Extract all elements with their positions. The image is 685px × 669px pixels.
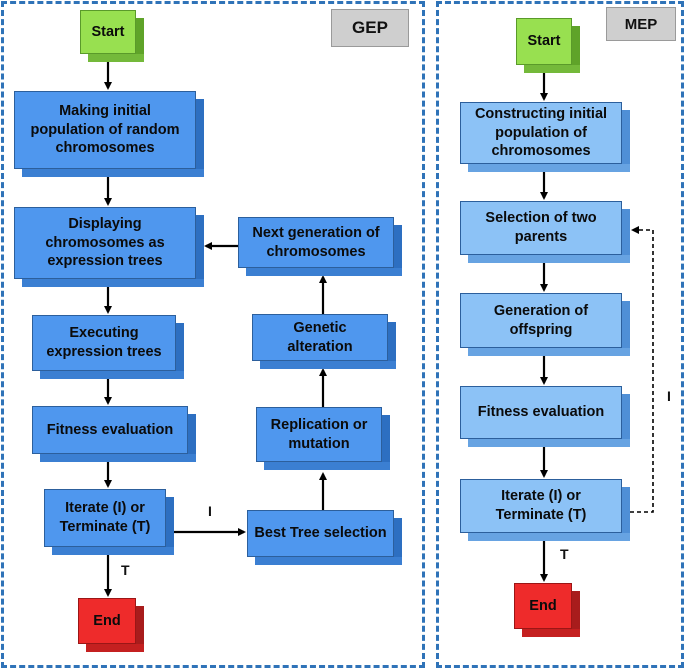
mep-construct-label: Constructing initial population of chrom… [460,102,622,164]
gep-init-box: Making initial population of random chro… [14,91,204,177]
gep-next-gen-box: Next generation of chromosomes [238,217,402,276]
mep-tag: MEP [606,7,676,41]
mep-label-i: I [667,388,671,404]
gep-start-box: Start [80,10,144,62]
gep-tag: GEP [331,9,409,47]
gep-best-tree-label: Best Tree selection [247,510,394,557]
gep-end-label: End [78,598,136,644]
gep-iterate-box: Iterate (I) or Terminate (T) [44,489,174,555]
gep-best-tree-box: Best Tree selection [247,510,402,565]
mep-label-t: T [560,546,569,562]
gep-label-t: T [121,562,130,578]
gep-label-i: I [208,503,212,519]
gep-execute-box: Executing expression trees [32,315,184,379]
mep-arrow-loop-back [630,226,654,513]
mep-iterate-label: Iterate (I) or Terminate (T) [460,479,622,533]
gep-start-label: Start [80,10,136,54]
gep-fitness-box: Fitness evaluation [32,406,196,462]
mep-construct-box: Constructing initial population of chrom… [460,102,630,172]
gep-init-label: Making initial population of random chro… [14,91,196,169]
gep-panel [1,1,425,668]
mep-iterate-box: Iterate (I) or Terminate (T) [460,479,630,541]
mep-offspring-box: Generation of offspring [460,293,630,356]
gep-execute-label: Executing expression trees [32,315,176,371]
mep-fitness-box: Fitness evaluation [460,386,630,447]
mep-selection-box: Selection of two parents [460,201,630,263]
mep-fitness-label: Fitness evaluation [460,386,622,439]
gep-end-box: End [78,598,144,652]
mep-offspring-label: Generation of offspring [460,293,622,348]
mep-panel [436,1,684,668]
mep-start-box: Start [516,18,580,73]
gep-replication-label: Replication or mutation [256,407,382,462]
gep-alteration-box: Genetic alteration [252,314,396,369]
gep-iterate-label: Iterate (I) or Terminate (T) [44,489,166,547]
mep-end-box: End [514,583,580,637]
mep-start-label: Start [516,18,572,65]
gep-display-box: Displaying chromosomes as expression tre… [14,207,204,287]
gep-next-gen-label: Next generation of chromosomes [238,217,394,268]
gep-alteration-label: Genetic alteration [252,314,388,361]
gep-fitness-label: Fitness evaluation [32,406,188,454]
mep-selection-label: Selection of two parents [460,201,622,255]
gep-display-label: Displaying chromosomes as expression tre… [14,207,196,279]
mep-end-label: End [514,583,572,629]
gep-replication-box: Replication or mutation [256,407,390,470]
